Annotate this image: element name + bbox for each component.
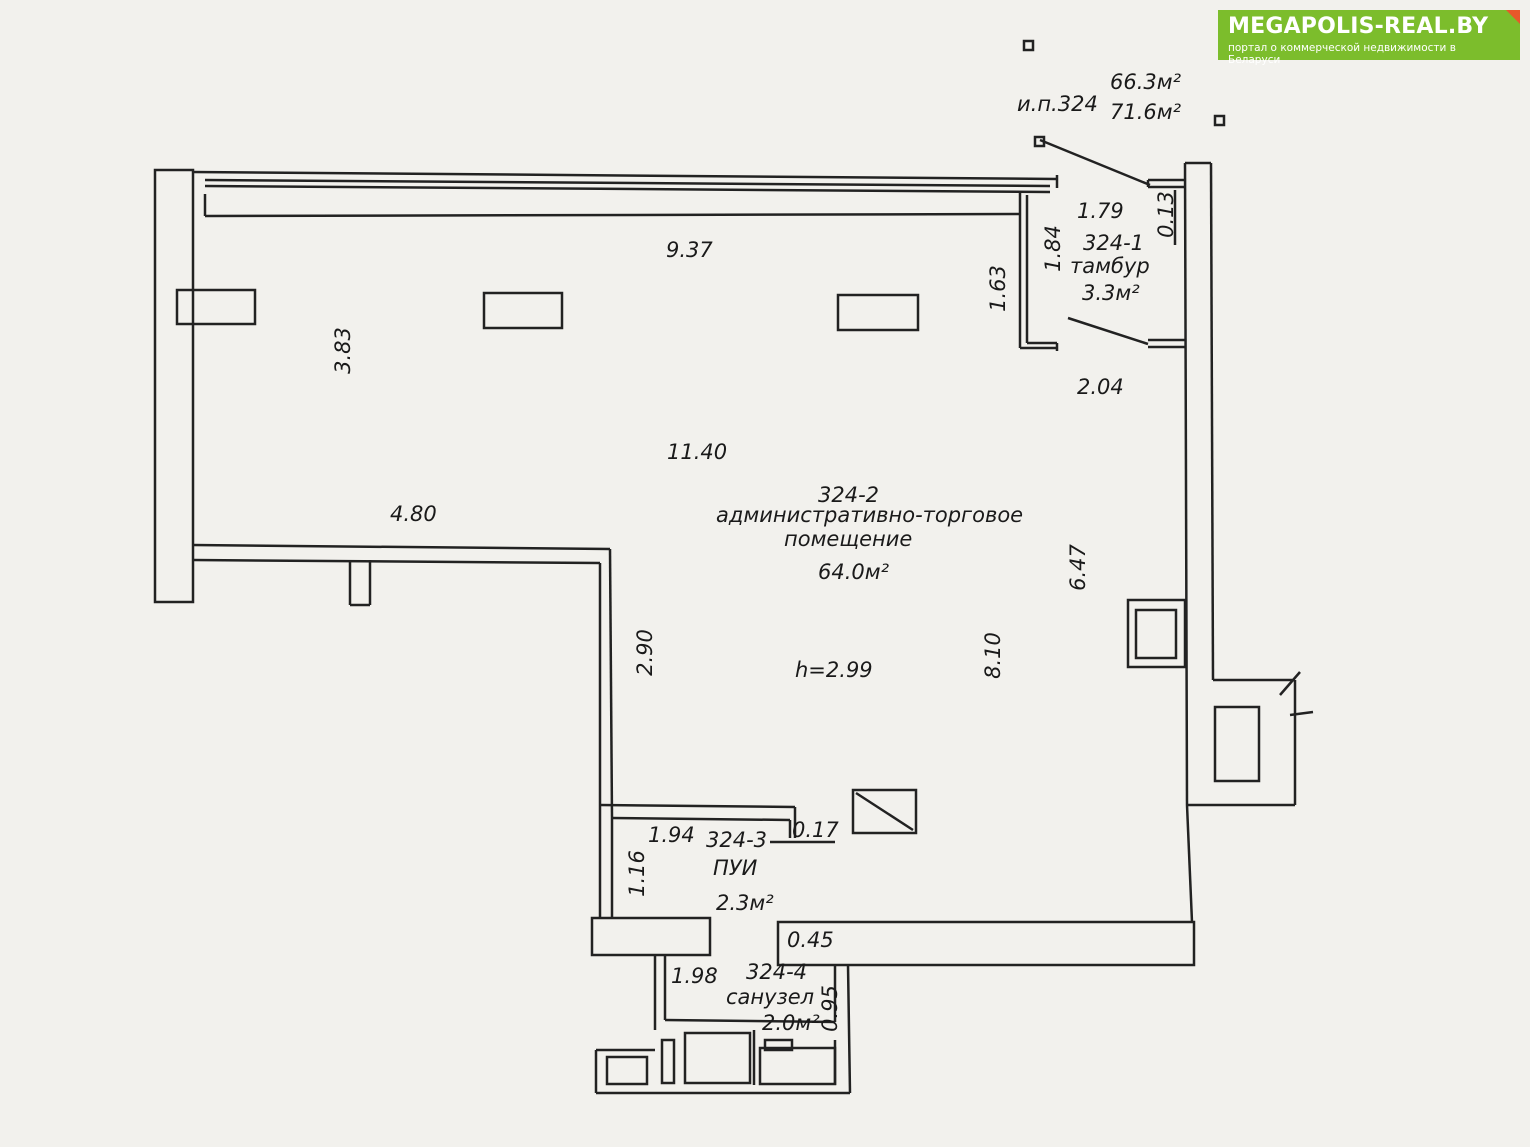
room2-name-line2: помещение [784, 527, 913, 551]
dim-937: 9.37 [666, 238, 713, 262]
room4-name: санузел [726, 985, 815, 1009]
dim-810: 8.10 [980, 632, 1005, 679]
dim-290: 2.90 [632, 629, 657, 676]
column-1 [175, 288, 257, 326]
room4-number: 324-4 [746, 960, 808, 984]
wall-bottom-right [776, 920, 1196, 967]
area-main-label: 66.3м² [1110, 70, 1182, 94]
dim-116: 1.16 [624, 850, 649, 897]
dim-198: 1.98 [671, 964, 718, 988]
dim-163: 1.63 [985, 265, 1010, 312]
dim-1140: 11.40 [667, 440, 728, 464]
dim-095: 0.95 [817, 985, 842, 1032]
room2-area: 64.0м² [818, 560, 890, 584]
dim-480: 4.80 [390, 502, 437, 526]
dim-017: 0.17 [792, 818, 839, 842]
wall-left [153, 168, 195, 604]
logo-subtitle: портал о коммерческой недвижимости в Бел… [1228, 42, 1456, 66]
room3-name: ПУИ [713, 856, 758, 880]
dim-204: 2.04 [1077, 375, 1124, 399]
room2-number: 324-2 [818, 483, 880, 507]
dim-013: 0.13 [1153, 191, 1178, 238]
site-logo[interactable]: MEGAPOLIS-REAL.BY портал о коммерческой … [1218, 10, 1520, 66]
room2-height: h=2.99 [795, 658, 873, 682]
room1-number: 324-1 [1083, 231, 1145, 255]
dim-184: 1.84 [1040, 225, 1065, 272]
room3-number: 324-3 [706, 828, 768, 852]
wall-bottom-left [590, 916, 712, 957]
logo-corner-flag [1506, 10, 1520, 24]
room1-name: тамбур [1070, 254, 1150, 278]
room1-area: 3.3м² [1082, 281, 1140, 305]
wall-right [1183, 162, 1189, 806]
room2-name-line1: административно-торговое [716, 503, 1024, 527]
dim-383: 3.83 [330, 327, 355, 374]
dim-045: 0.45 [787, 928, 834, 952]
room3-area: 2.3м² [716, 891, 774, 915]
unit-label: и.п.324 [1017, 92, 1098, 116]
wall-top [192, 170, 1058, 181]
dim-647: 6.47 [1065, 544, 1090, 591]
column-2 [482, 291, 564, 330]
room4-area: 2.0м² [762, 1011, 820, 1035]
logo-title: MEGAPOLIS-REAL.BY [1228, 14, 1489, 39]
annex-shaft [1213, 705, 1261, 783]
dim-179: 1.79 [1077, 199, 1124, 223]
dim-194: 1.94 [648, 823, 695, 847]
vent-shaft [851, 788, 918, 835]
area-total-label: 71.6м² [1110, 100, 1182, 124]
column-3 [836, 293, 920, 332]
